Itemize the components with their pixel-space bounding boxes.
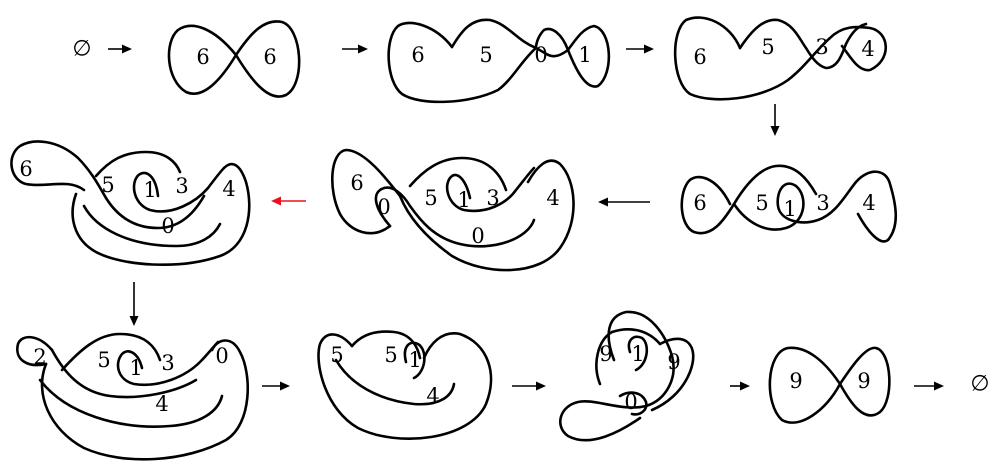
region-label: 0 xyxy=(215,344,228,368)
region-label: 5 xyxy=(384,343,397,367)
region-label: 6 xyxy=(693,45,706,69)
empty-set-end: ∅ xyxy=(970,372,989,397)
region-label: 4 xyxy=(222,177,235,201)
diagram-5: 6 0 5 1 3 4 0 xyxy=(331,148,575,272)
diagram-10: 9 9 xyxy=(768,346,891,424)
region-label: 5 xyxy=(479,43,492,67)
arrow-right-6 xyxy=(730,381,750,391)
region-label: 1 xyxy=(408,348,421,372)
region-label: 3 xyxy=(815,35,828,59)
region-label: 1 xyxy=(457,188,470,212)
arrow-down-2 xyxy=(129,282,139,326)
region-label: 6 xyxy=(350,171,363,195)
region-label: 5 xyxy=(97,348,110,372)
region-label: 0 xyxy=(624,390,637,414)
region-label: 2 xyxy=(33,345,46,369)
region-label: 4 xyxy=(155,392,168,416)
region-label: 6 xyxy=(19,157,32,181)
region-label: 0 xyxy=(161,214,174,238)
arrow-right-2 xyxy=(342,44,368,54)
arrow-right-4 xyxy=(262,381,290,391)
diagram-3: 6 5 3 4 xyxy=(673,16,887,101)
arrow-down-1 xyxy=(770,104,780,136)
region-label: 0 xyxy=(471,224,484,248)
region-label: 5 xyxy=(101,173,114,197)
region-label: 6 xyxy=(196,45,209,69)
region-label: 4 xyxy=(862,191,875,215)
region-label: 4 xyxy=(546,186,559,210)
region-label: 9 xyxy=(667,350,680,374)
region-label: 6 xyxy=(411,43,424,67)
region-label: 3 xyxy=(486,186,499,210)
diagram-8: 5 5 1 4 xyxy=(317,330,493,440)
arrow-right-3 xyxy=(626,44,654,54)
region-label: 5 xyxy=(755,191,768,215)
region-label: 6 xyxy=(693,191,706,215)
diagram-4: 6 5 1 3 4 xyxy=(680,164,898,243)
arrow-left-1 xyxy=(598,197,650,207)
region-label: 1 xyxy=(143,178,156,202)
region-label: 9 xyxy=(599,342,612,366)
region-label: 0 xyxy=(377,195,390,219)
region-label: 1 xyxy=(783,197,796,221)
region-label: 6 xyxy=(263,45,276,69)
region-label: 1 xyxy=(129,356,142,380)
region-label: 9 xyxy=(789,369,802,393)
region-label: 3 xyxy=(161,351,174,375)
region-label: 3 xyxy=(816,191,829,215)
arrow-right-5 xyxy=(512,381,546,391)
region-label: 5 xyxy=(330,343,343,367)
arrow-right-1 xyxy=(108,44,132,54)
region-label: 3 xyxy=(175,174,188,198)
region-label: 9 xyxy=(857,369,870,393)
diagram-1: 6 6 xyxy=(167,20,301,98)
region-label: 5 xyxy=(761,35,774,59)
diagram-9: 9 1 9 0 xyxy=(558,310,695,442)
diagram-2: 6 5 0 1 xyxy=(387,18,611,104)
region-label: 1 xyxy=(631,342,644,366)
region-label: 0 xyxy=(534,43,547,67)
region-label: 4 xyxy=(861,37,874,61)
arrow-left-red xyxy=(271,196,306,206)
diagram-6: 6 5 1 3 4 0 xyxy=(10,140,251,267)
diagram-7: 2 5 1 3 0 4 xyxy=(16,332,249,461)
region-label: 5 xyxy=(424,186,437,210)
arrow-right-7 xyxy=(914,381,944,391)
region-label: 4 xyxy=(426,384,439,408)
empty-set-start: ∅ xyxy=(72,37,91,62)
region-label: 1 xyxy=(578,43,591,67)
